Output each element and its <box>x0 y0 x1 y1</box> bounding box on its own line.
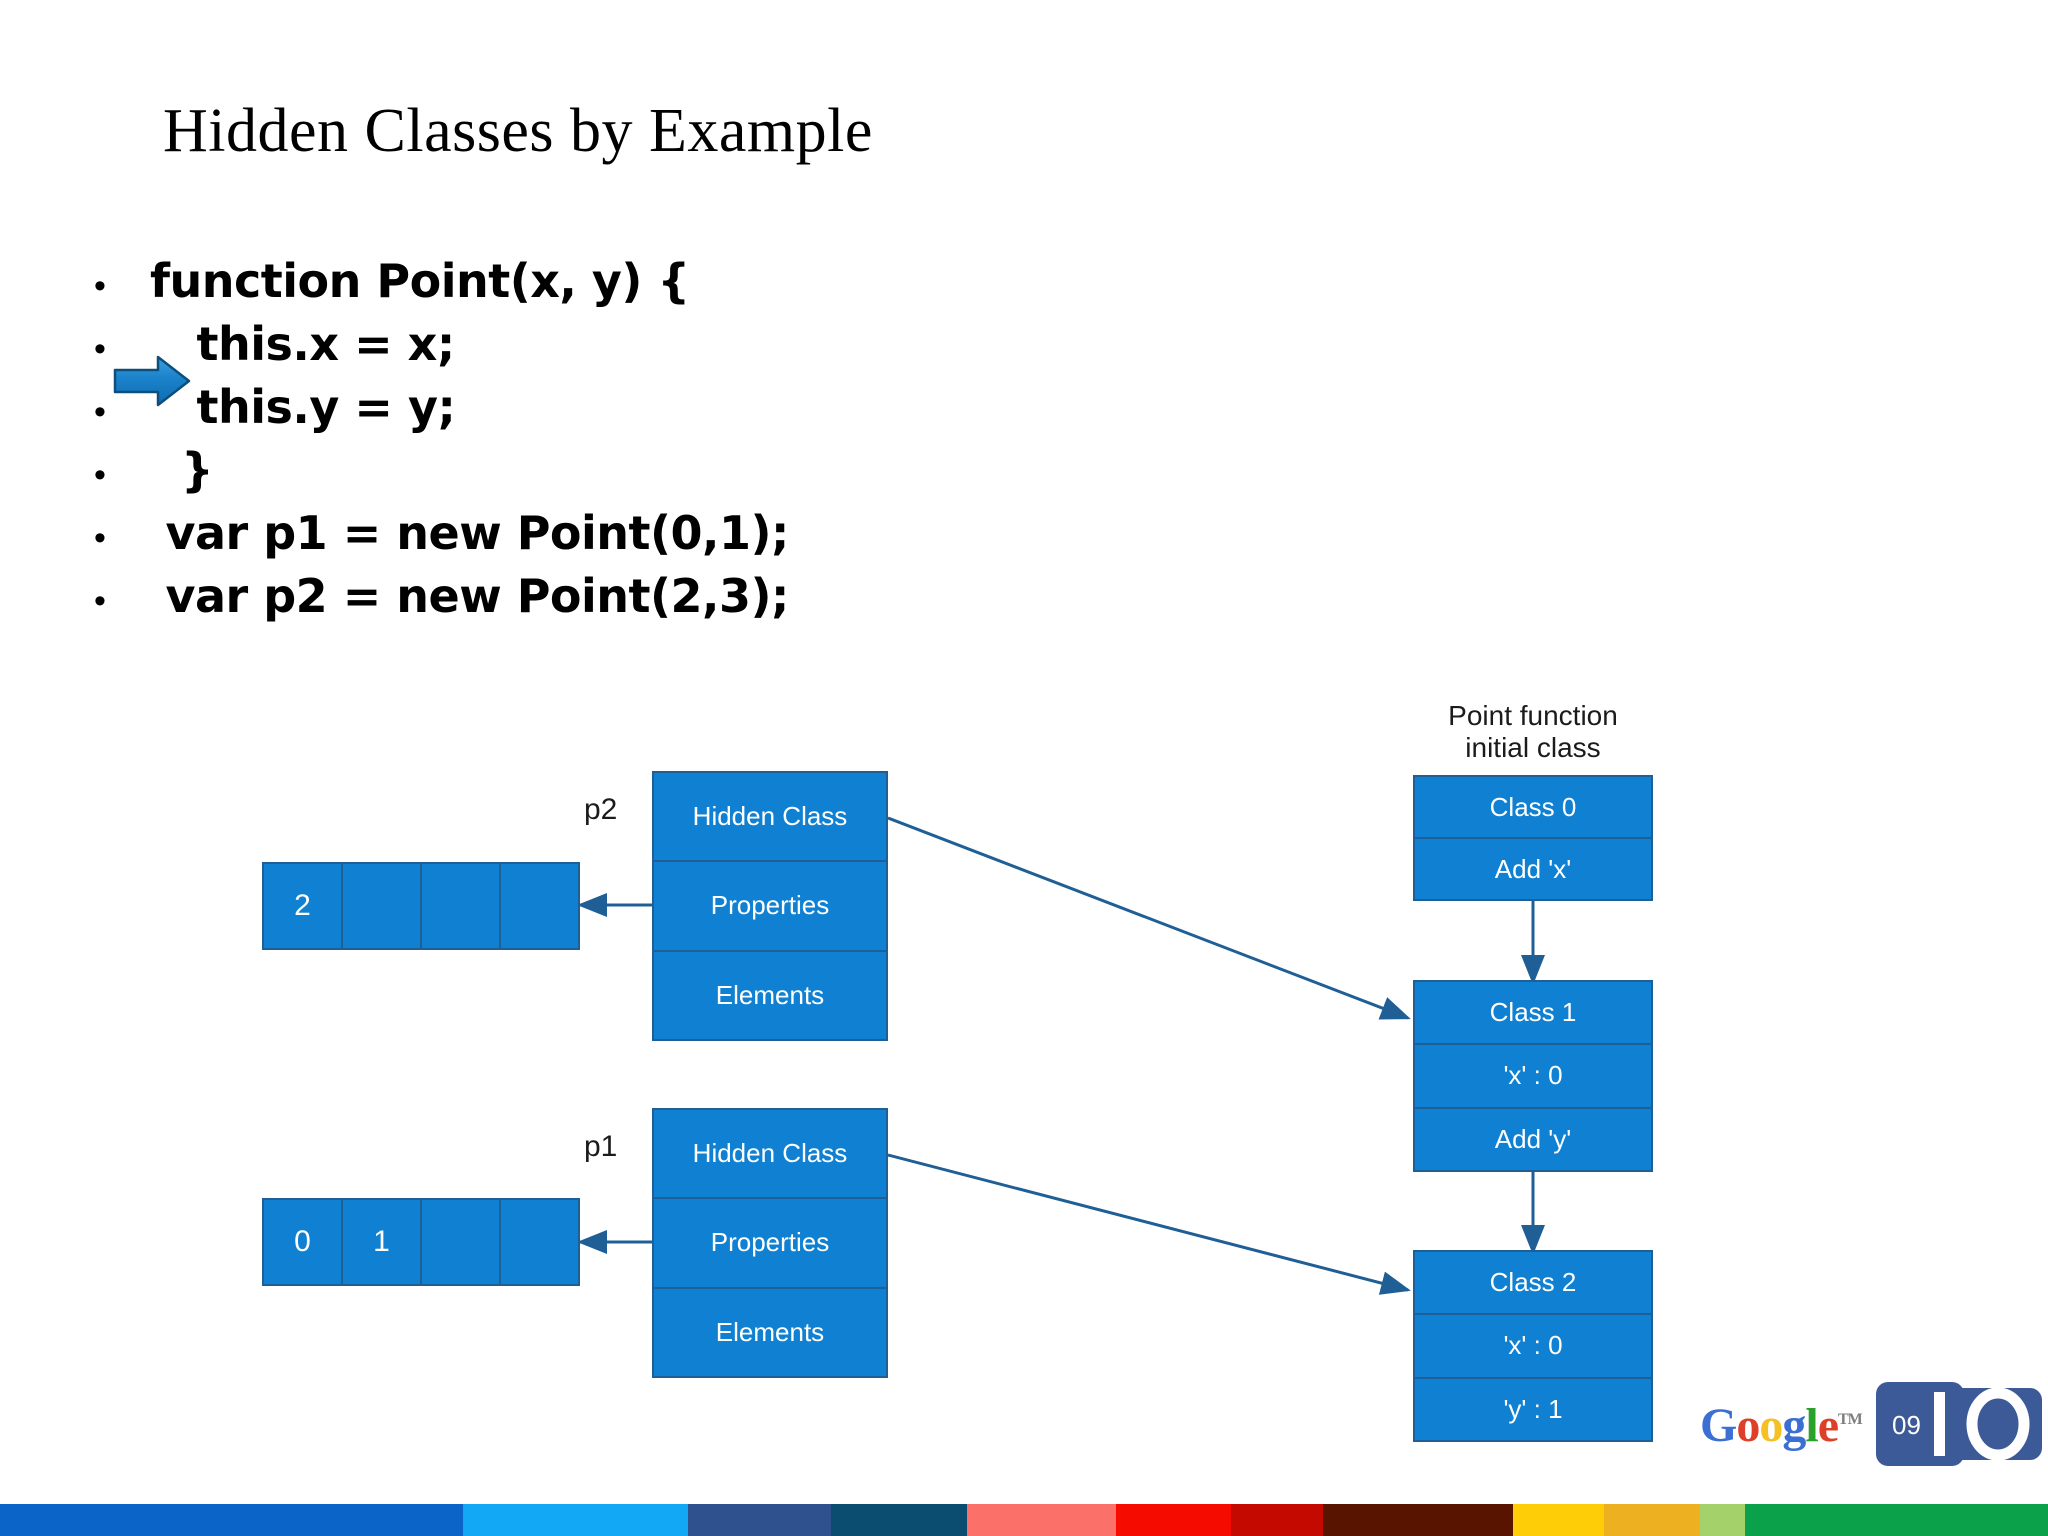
color-seg-green-strong <box>1744 1504 2048 1536</box>
color-seg-red-bright <box>1116 1504 1231 1536</box>
bullet-glyph: • <box>94 330 106 368</box>
class-row-title: Class 1 <box>1415 982 1651 1046</box>
object-pointer-label-p2: p2 <box>584 793 618 826</box>
list-item: • var p1 = new Point(0,1); <box>88 510 1188 573</box>
google-letter-o2: o <box>1759 1399 1783 1452</box>
io-mark: 09 <box>1875 1380 2044 1468</box>
class-box-1[interactable]: Class 1 'x' : 0 Add 'y' <box>1413 980 1653 1172</box>
property-cell <box>422 864 501 948</box>
bullet-glyph: • <box>94 456 106 494</box>
color-seg-blue-light <box>462 1504 689 1536</box>
code-line-text: this.x = x; <box>150 317 456 371</box>
object-pointer-label-p1: p1 <box>584 1130 618 1163</box>
class-box-2[interactable]: Class 2 'x' : 0 'y' : 1 <box>1413 1250 1653 1442</box>
property-cell <box>501 1200 578 1284</box>
bullet-glyph: • <box>94 267 106 305</box>
property-cells-p2: 2 <box>262 862 580 950</box>
color-seg-red-dark <box>1230 1504 1323 1536</box>
code-line-text: } <box>150 443 214 497</box>
class-row-property: 'x' : 0 <box>1415 1315 1651 1379</box>
object-row-hidden-class: Hidden Class <box>654 773 886 863</box>
property-cell: 2 <box>264 864 343 948</box>
object-box-p1[interactable]: Hidden Class Properties Elements <box>652 1108 888 1378</box>
code-line-text: function Point(x, y) { <box>150 254 690 308</box>
color-seg-blue-indigo <box>688 1504 832 1536</box>
property-cell <box>422 1200 501 1284</box>
object-row-properties: Properties <box>654 1199 886 1289</box>
code-bullet-list: • function Point(x, y) { • this.x = x; •… <box>88 258 1188 636</box>
class-row-transition: Add 'y' <box>1415 1108 1651 1170</box>
io-mark-o-ring <box>1966 1387 2030 1461</box>
object-row-elements: Elements <box>654 1288 886 1376</box>
property-cell: 1 <box>343 1200 422 1284</box>
color-seg-brown-dark <box>1322 1504 1514 1536</box>
code-line-text: this.y = y; <box>150 380 456 434</box>
class-box-0[interactable]: Class 0 Add 'x' <box>1413 775 1653 901</box>
object-row-elements: Elements <box>654 951 886 1039</box>
class-row-title: Class 2 <box>1415 1252 1651 1316</box>
class-row-transition: Add 'x' <box>1415 839 1651 899</box>
list-item: • var p2 = new Point(2,3); <box>88 573 1188 636</box>
object-row-hidden-class: Hidden Class <box>654 1110 886 1200</box>
connector-p1-hiddenclass-to-class2 <box>887 1153 1411 1295</box>
color-seg-yellow-amber <box>1603 1504 1700 1536</box>
object-box-p2[interactable]: Hidden Class Properties Elements <box>652 771 888 1041</box>
color-seg-blue-strong <box>0 1504 463 1536</box>
list-item: • this.x = x; <box>88 321 1188 384</box>
page-title: Hidden Classes by Example <box>163 97 873 165</box>
io-mark-i-bar <box>1933 1392 1945 1456</box>
class-chain-caption: Point function initial class <box>1448 700 1618 764</box>
color-seg-blue-teal <box>831 1504 967 1536</box>
color-seg-red-salmon <box>966 1504 1117 1536</box>
property-cell: 0 <box>264 1200 343 1284</box>
google-letter-o1: o <box>1736 1399 1760 1452</box>
property-cell <box>343 864 422 948</box>
blue-right-arrow-icon <box>113 355 191 407</box>
bullet-glyph: • <box>94 582 106 620</box>
class-row-title: Class 0 <box>1415 777 1651 839</box>
google-io-logo: GoogleTM 09 <box>1700 1378 2044 1470</box>
bullet-glyph: • <box>94 393 106 431</box>
bullet-glyph: • <box>94 519 106 557</box>
list-item: • } <box>88 447 1188 510</box>
bottom-color-bar <box>0 1504 2048 1536</box>
google-letter-g: g <box>1782 1399 1806 1452</box>
color-seg-yellow-gold <box>1513 1504 1604 1536</box>
trademark-mark: TM <box>1838 1411 1863 1428</box>
list-item: • function Point(x, y) { <box>88 258 1188 321</box>
property-cell <box>501 864 578 948</box>
property-cells-p1: 0 1 <box>262 1198 580 1286</box>
code-line-text: var p2 = new Point(2,3); <box>150 569 790 623</box>
google-letter-l: l <box>1805 1399 1818 1452</box>
class-row-property: 'x' : 0 <box>1415 1045 1651 1109</box>
io-year-label: 09 <box>1892 1410 1921 1440</box>
object-row-properties: Properties <box>654 862 886 952</box>
color-seg-green-light <box>1699 1504 1745 1536</box>
connector-p2-hiddenclass-to-class1 <box>887 816 1411 1020</box>
code-line-text: var p1 = new Point(0,1); <box>150 506 790 560</box>
list-item: • this.y = y; <box>88 384 1188 447</box>
google-wordmark: GoogleTM <box>1700 1399 1863 1452</box>
class-row-property: 'y' : 1 <box>1415 1378 1651 1440</box>
google-letter-G: G <box>1700 1399 1737 1452</box>
google-letter-e: e <box>1817 1399 1839 1452</box>
